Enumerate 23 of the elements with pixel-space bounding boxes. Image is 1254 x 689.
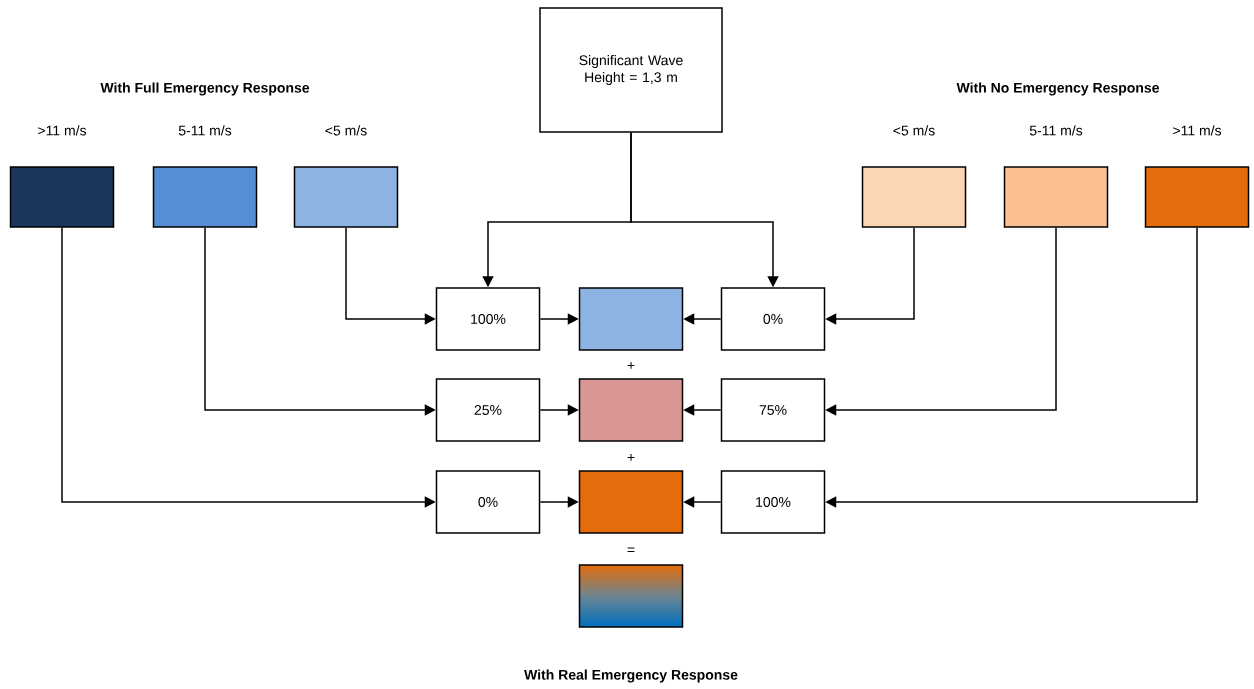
heading: With No Emergency Response bbox=[956, 82, 1159, 96]
percentage-box: 0% bbox=[720, 287, 826, 351]
heading: With Real Emergency Response bbox=[524, 669, 738, 683]
speed-label: >11 m/s bbox=[38, 125, 87, 136]
speed-label: >11 m/s bbox=[1173, 125, 1222, 136]
operator-sign: + bbox=[627, 361, 635, 369]
percentage-box: 75% bbox=[720, 378, 826, 442]
percentage-box: 25% bbox=[435, 378, 541, 442]
speed-label: <5 m/s bbox=[893, 125, 935, 136]
speed-label: 5-11 m/s bbox=[1029, 125, 1083, 136]
result-box bbox=[578, 287, 684, 351]
wave-height-box: Significant Wave Height = 1,3 m bbox=[539, 7, 723, 133]
speed-label: <5 m/s bbox=[325, 125, 367, 136]
result-box bbox=[578, 378, 684, 442]
operator-sign: + bbox=[627, 453, 635, 461]
percentage-box: 100% bbox=[435, 287, 541, 351]
result-box bbox=[578, 470, 684, 534]
operator-sign: = bbox=[627, 547, 635, 553]
speed-label: 5-11 m/s bbox=[178, 125, 232, 136]
combined-result-box bbox=[578, 564, 684, 628]
percentage-box: 0% bbox=[435, 470, 541, 534]
heading: With Full Emergency Response bbox=[100, 82, 310, 96]
percentage-box: 100% bbox=[720, 470, 826, 534]
